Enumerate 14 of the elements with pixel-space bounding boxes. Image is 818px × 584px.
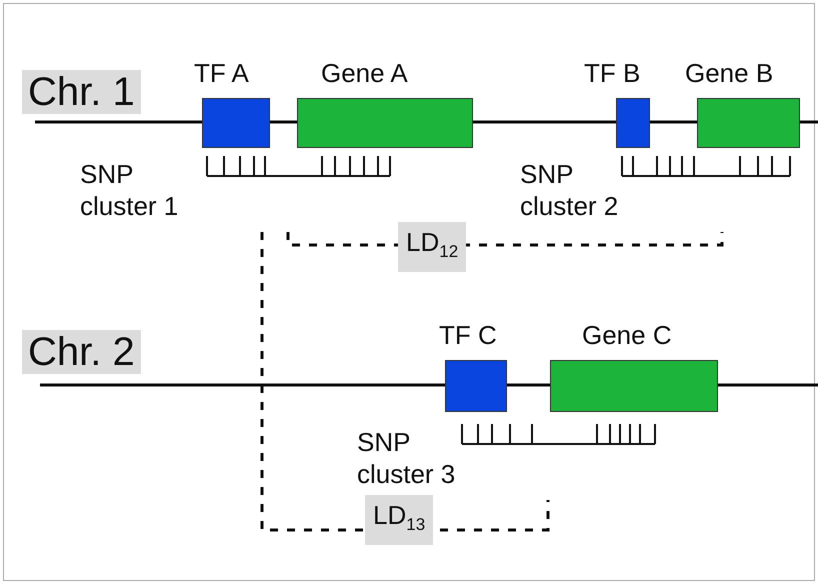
gene-label: Gene B (685, 58, 774, 88)
gene-label: Gene A (321, 58, 408, 88)
edge-label: LD$_{12}$ (398, 222, 466, 272)
linkage-line (260, 232, 550, 532)
factor-label: TF A (194, 58, 249, 88)
snp-cluster-label: SNP cluster 2 (520, 158, 620, 222)
chromosome-label: Chr. 1 (22, 70, 141, 114)
factor-label: Gene C (582, 320, 672, 350)
factor-label: TF B (584, 58, 640, 88)
chromosome-label: Chr. 2 (22, 330, 141, 374)
edge-label: LD$_{13}$ (365, 495, 434, 546)
snp-cluster-label: SNP cluster 1 (80, 158, 180, 222)
gene-label: TF C (439, 320, 497, 350)
snp-cluster-label: SNP cluster 3 (357, 426, 456, 490)
